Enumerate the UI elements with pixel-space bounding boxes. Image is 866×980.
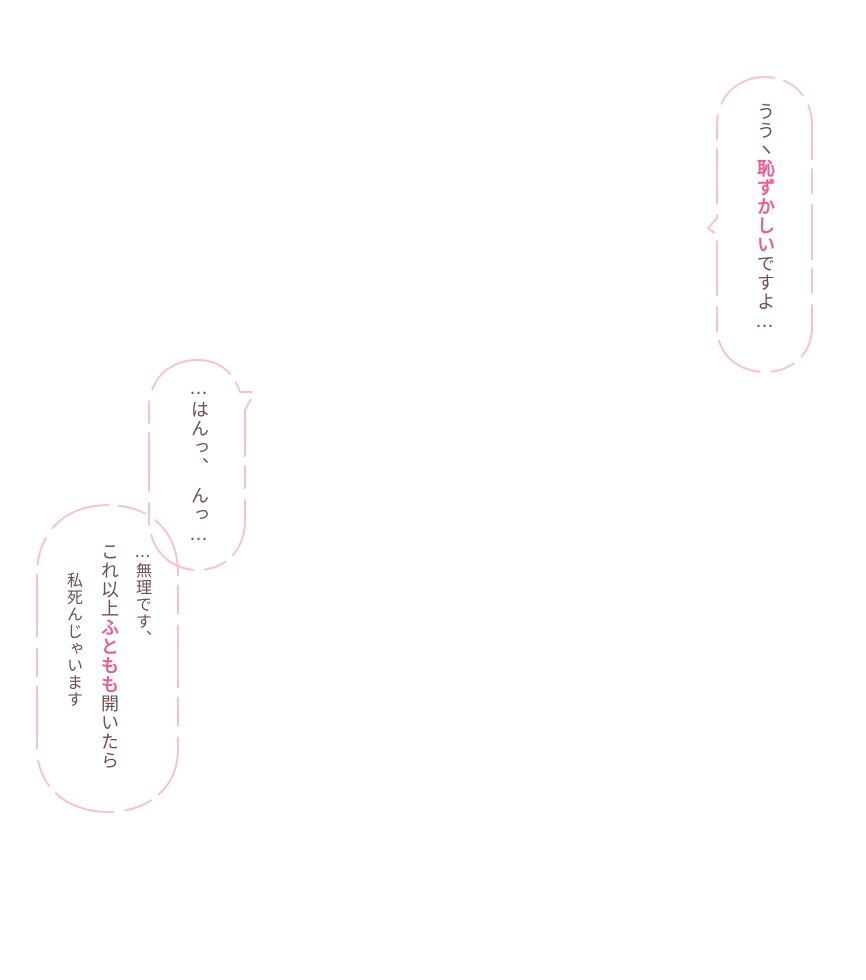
bottom-left-bubble-line-2: これ以上ふともも開いたら — [98, 542, 119, 770]
top-right-text-part2: ですよ… — [754, 254, 775, 333]
middle-bubble-line-1: …はんっ、 — [188, 378, 209, 476]
bottom-left-bubble-line-3: 私死んじゃいます — [64, 572, 83, 708]
top-right-text-part1: ううヽ — [754, 102, 775, 159]
top-right-highlight-text: 恥ずかしい — [754, 159, 775, 254]
bottom-left-bubble-line-1: …無理です、 — [133, 542, 152, 647]
bottom-left-highlight-text: ふともも — [98, 618, 119, 694]
middle-bubble-line-2: んっ… — [188, 486, 209, 546]
bottom-left-line2-part1: これ以上 — [98, 542, 119, 618]
top-right-bubble-text: ううヽ恥ずかしいですよ… — [754, 102, 775, 333]
bottom-left-line2-part2: 開いたら — [98, 694, 119, 770]
